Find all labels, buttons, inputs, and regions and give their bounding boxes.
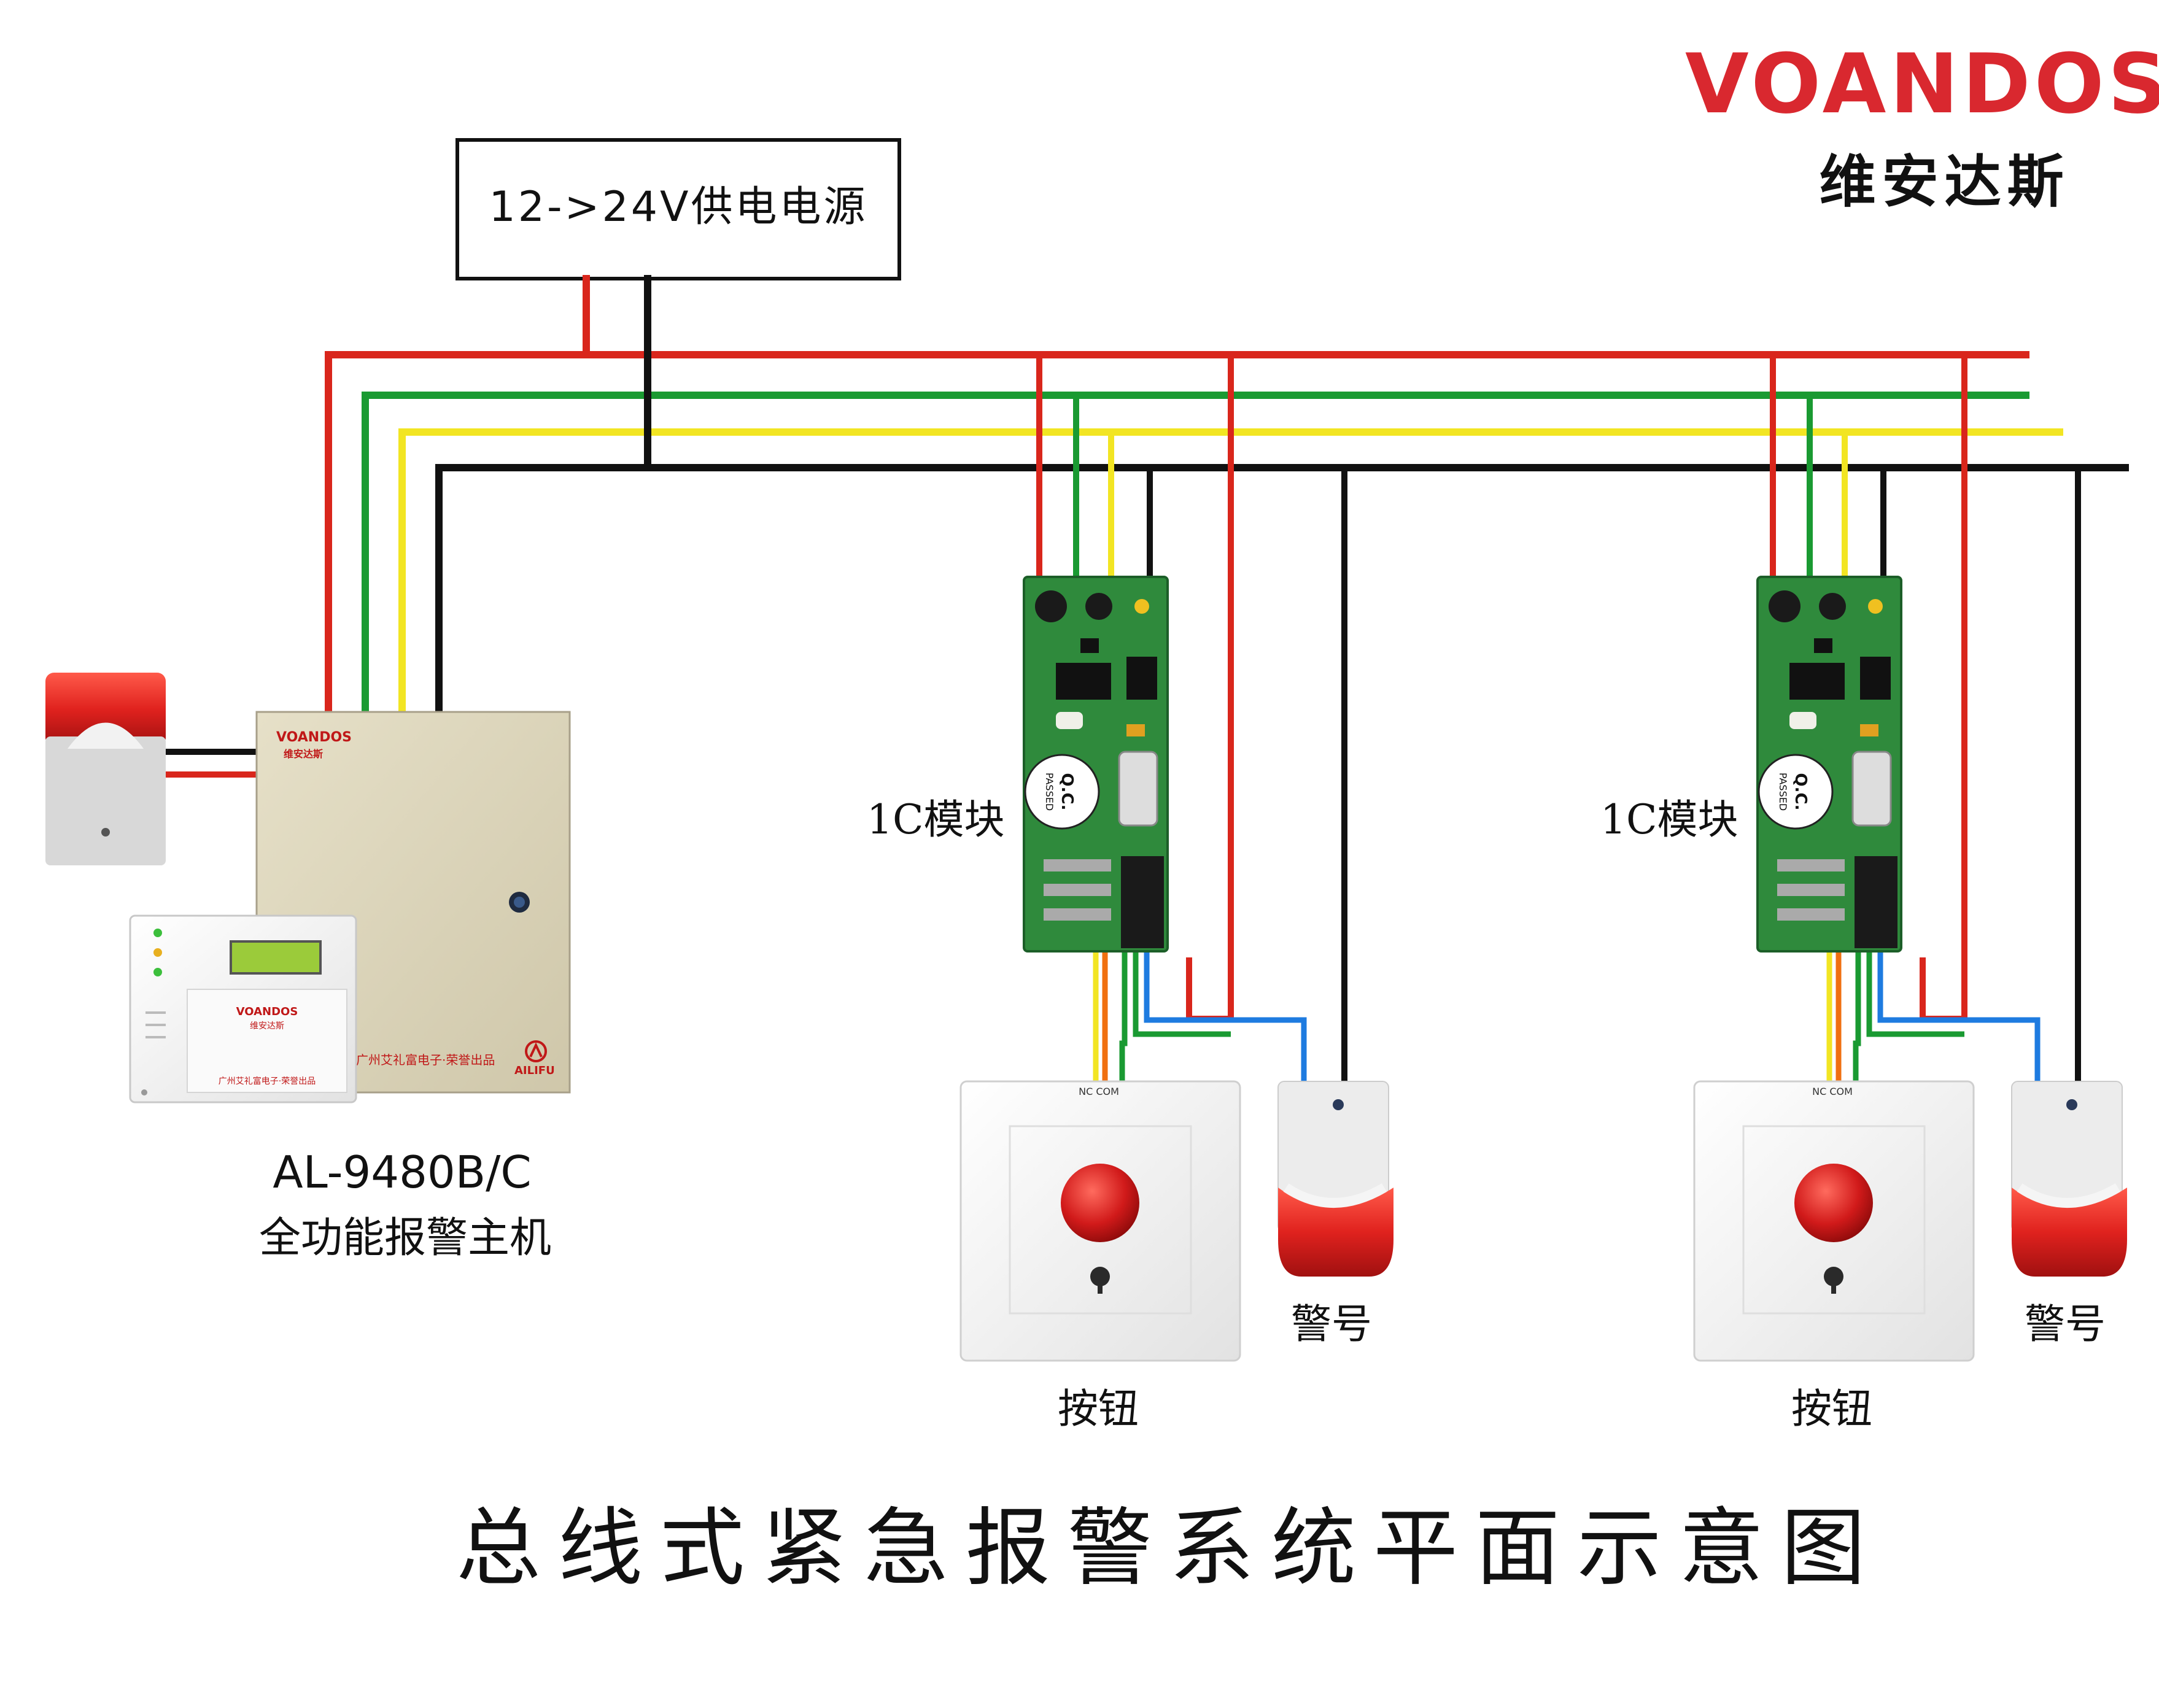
host-siren-wires xyxy=(163,749,258,778)
zone-2-module-label: 1C模块 xyxy=(1600,796,1738,843)
bus-wire-green xyxy=(362,392,2029,716)
cabinet-maker: 广州艾礼富电子·荣誉出品 xyxy=(356,1053,495,1067)
zone-2: Q.C. PASSED 1C模块 NC COM 警号 按钮 xyxy=(1600,355,2127,1432)
zone-1: Q.C. PASSED 1C模块 NC COM 警号 按钮 xyxy=(867,355,1393,1432)
host-model: AL-9480B/C xyxy=(273,1146,531,1198)
zone-1-siren-label: 警号 xyxy=(1291,1300,1372,1348)
cabinet-brand-cn: 维安达斯 xyxy=(284,748,323,760)
ailifu-logo-icon xyxy=(525,1040,547,1062)
zone-1-module-label: 1C模块 xyxy=(867,796,1005,843)
siren-icon xyxy=(1277,1081,1393,1277)
brand-name-cn: 维安达斯 xyxy=(1819,149,2070,215)
keypad-brand: VOANDOS xyxy=(236,1005,298,1018)
keypad-icon: VOANDOS 维安达斯 广州艾礼富电子·荣誉出品 xyxy=(129,914,357,1103)
diagram-title: 总线式紧急报警系统平面示意图 xyxy=(456,1499,1883,1598)
qc-passed-2: PASSED xyxy=(1777,773,1789,811)
bus-wire-yellow xyxy=(398,428,2063,716)
panic-button-icon: NC COM xyxy=(1693,1080,1975,1362)
brand-name-en: VOANDOS® xyxy=(1685,36,2159,132)
zone-2-output-wires xyxy=(1826,951,2041,1081)
qc-passed-1: PASSED xyxy=(1044,773,1055,811)
keypad-maker: 广州艾礼富电子·荣誉出品 xyxy=(219,1076,316,1086)
power-supply-label: 12->24V供电电源 xyxy=(489,183,867,231)
qc-sticker-1: Q.C. xyxy=(1058,773,1076,811)
zone-1-output-wires xyxy=(1093,951,1307,1081)
zone-2-drop-wires xyxy=(1770,355,2081,1081)
bus-wires xyxy=(325,275,2129,716)
cabinet-logo: AILIFU xyxy=(514,1064,555,1077)
panic-button-icon: NC COM xyxy=(959,1080,1241,1362)
keypad-brand-cn: 维安达斯 xyxy=(250,1021,284,1031)
bus-wire-red xyxy=(325,275,2029,716)
zone-2-button-label: 按钮 xyxy=(1791,1385,1872,1432)
zone-2-siren-label: 警号 xyxy=(2025,1300,2106,1348)
siren-icon xyxy=(45,673,166,865)
zone-2-button-terminals: NC COM xyxy=(1812,1086,1853,1097)
pcb-module-icon: Q.C. PASSED xyxy=(1023,576,1169,953)
brand-logo: VOANDOS® 维安达斯 xyxy=(1685,43,2159,218)
cabinet-brand: VOANDOS xyxy=(276,730,352,745)
power-supply: 12->24V供电电源 xyxy=(455,138,901,280)
pcb-module-icon: Q.C. PASSED xyxy=(1756,576,1902,953)
host-description: 全功能报警主机 xyxy=(259,1214,551,1262)
zone-1-button-terminals: NC COM xyxy=(1079,1086,1119,1097)
bus-wire-black xyxy=(435,275,2129,716)
siren-icon xyxy=(2011,1081,2127,1277)
qc-sticker-2: Q.C. xyxy=(1791,773,1810,811)
zone-1-button-label: 按钮 xyxy=(1058,1385,1139,1432)
